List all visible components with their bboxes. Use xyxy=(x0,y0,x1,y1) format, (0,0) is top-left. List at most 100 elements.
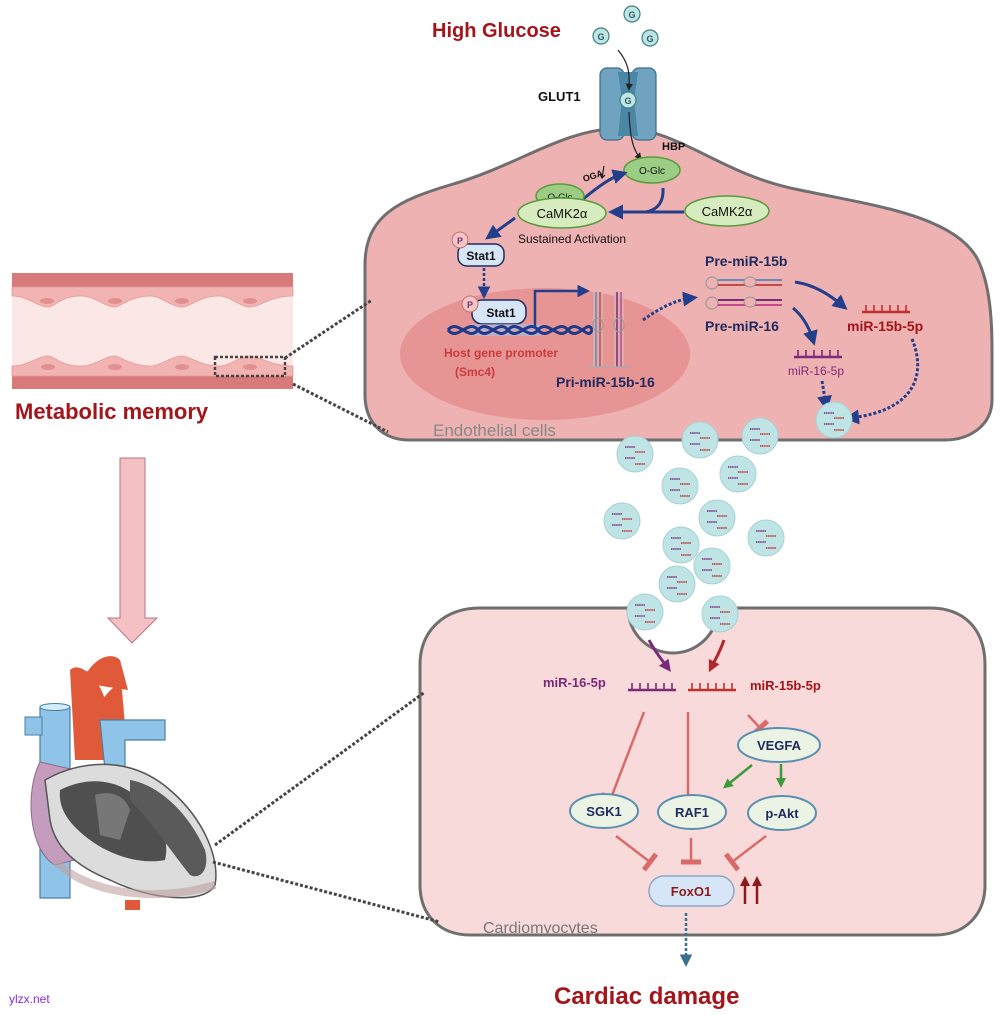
heart-illustration xyxy=(24,656,217,910)
glucose-icon: G xyxy=(641,29,659,47)
o-glc-label: O-Glc xyxy=(639,166,665,177)
mir-16-uptake-arrow xyxy=(647,639,671,672)
exosome-icon xyxy=(701,595,739,633)
camk2a-glycosylated-node xyxy=(517,197,607,229)
zoom-line-top xyxy=(284,298,373,360)
glucose-molecules: G G G G xyxy=(592,5,659,109)
oga-down-icon xyxy=(599,165,606,179)
cardio-mir-16-5p-strand-icon xyxy=(628,683,676,692)
high-glucose-label: High Glucose xyxy=(432,20,561,42)
pri-mir-hairpin-icon xyxy=(588,292,630,368)
exosome-icon xyxy=(661,467,699,505)
pre-mir-16-processing-arrow xyxy=(792,306,818,346)
oga-arrow xyxy=(581,169,628,202)
sgk1-node xyxy=(569,793,639,829)
exosome-icon xyxy=(693,547,731,585)
camk2a-label: CaMK2α xyxy=(702,204,753,219)
glut1-channel xyxy=(599,67,657,141)
host-gene-promoter-label: Host gene promoter xyxy=(444,346,558,360)
svg-text:G: G xyxy=(628,10,635,20)
raf1-node xyxy=(657,794,727,830)
mir-15b-5p-label: miR-15b-5p xyxy=(847,318,923,334)
glucose-icon: G xyxy=(623,5,641,23)
pre-mir-16-label: Pre-miR-16 xyxy=(705,318,779,334)
watermark-label: ylzx.net xyxy=(9,992,50,1006)
exosome-icon xyxy=(658,565,696,603)
inhibit-vegfa xyxy=(747,714,770,737)
heart-zoom-line-top xyxy=(214,690,426,847)
progression-arrow-icon xyxy=(106,457,159,644)
sgk1-inhibits-foxo1 xyxy=(615,835,659,872)
svg-text:G: G xyxy=(646,34,653,44)
mir-16-5p-strand-icon xyxy=(794,350,842,359)
phospho-label: P xyxy=(467,300,473,310)
exosome-icon xyxy=(719,455,757,493)
cardio-mir-15b-5p-strand-icon xyxy=(688,683,736,692)
mir-16-packaging-arrow xyxy=(817,380,832,411)
exosome-icon xyxy=(626,593,664,631)
glucose-icon: G xyxy=(592,27,610,45)
stat1-nuclear-label: Stat1 xyxy=(486,306,516,320)
blood-vessel-illustration xyxy=(11,273,294,389)
cardiac-damage-label: Cardiac damage xyxy=(554,983,739,1010)
heart-zoom-line-bottom xyxy=(212,860,441,924)
endothelial-cells-label: Endothelial cells xyxy=(433,421,556,440)
transcription-arrow xyxy=(533,284,590,326)
export-arrow xyxy=(642,291,698,322)
pakt-inhibits-foxo1 xyxy=(723,835,767,872)
hbp-label: HBP xyxy=(662,141,685,153)
camk2a-glycosylated-label: CaMK2α xyxy=(537,206,588,221)
zoom-region-box xyxy=(213,355,287,378)
exosome-icon xyxy=(815,401,853,439)
vegfa-activates-raf1 xyxy=(722,764,753,789)
glucose-icon: G xyxy=(619,91,637,109)
metabolic-memory-label: Metabolic memory xyxy=(15,399,209,424)
exosomes xyxy=(603,401,853,633)
exosome-icon xyxy=(603,502,641,540)
foxo1-label: FoxO1 xyxy=(671,884,711,899)
mir-15b-packaging-arrow xyxy=(844,338,920,425)
exosome-icon xyxy=(681,421,719,459)
cardiomyocytes-label: Cardiomyocytes xyxy=(483,920,598,937)
pre-mir-16-hairpin-icon xyxy=(705,296,782,310)
dna-helix-icon xyxy=(446,324,594,336)
pakt-label: p-Akt xyxy=(765,806,799,821)
mir-16-5p-label: miR-16-5p xyxy=(788,364,844,378)
phospho-label: P xyxy=(457,236,463,246)
glucose-entry-arrow xyxy=(617,49,633,91)
vegfa-label: VEGFA xyxy=(757,738,802,753)
pre-mir-15b-hairpin-icon xyxy=(705,276,782,290)
phospho-icon xyxy=(461,295,479,313)
pri-mir-label: Pri-miR-15b-16 xyxy=(556,374,655,390)
glut1-label: GLUT1 xyxy=(538,89,581,104)
cardio-mir-16-5p-label: miR-16-5p xyxy=(543,675,606,690)
pakt-node xyxy=(747,795,817,831)
exosome-icon xyxy=(616,435,654,473)
vegfa-node xyxy=(737,727,821,763)
exosome-icon xyxy=(747,519,785,557)
camk2a-node xyxy=(684,195,770,227)
svg-text:G: G xyxy=(597,32,604,42)
pre-mir-15b-processing-arrow xyxy=(794,280,848,310)
cardiomyocyte-membrane xyxy=(418,606,987,937)
exosome-icon xyxy=(662,526,700,564)
inhibit-sgk1 xyxy=(600,711,646,804)
hbp-arrow xyxy=(628,111,642,161)
sustained-activation-label: Sustained Activation xyxy=(518,232,626,246)
zoom-line-bottom xyxy=(292,382,389,434)
cardio-mir-15b-5p-label: miR-15b-5p xyxy=(750,678,821,693)
sgk1-label: SGK1 xyxy=(586,804,621,819)
mir-15b-5p-strand-icon xyxy=(862,305,910,314)
pre-mir-15b-label: Pre-miR-15b xyxy=(705,253,787,269)
exosome-icon xyxy=(698,499,736,537)
exosome-icon xyxy=(741,417,779,455)
smc4-label: (Smc4) xyxy=(455,365,495,379)
raf1-label: RAF1 xyxy=(675,805,709,820)
camk2a-to-stat1-arrow xyxy=(485,216,516,240)
phospho-icon xyxy=(451,231,469,249)
mir-15b-uptake-arrow xyxy=(708,639,726,673)
stat1-cytoplasmic-label: Stat1 xyxy=(466,249,496,263)
o-glc-join-line xyxy=(645,187,665,214)
foxo1-node xyxy=(648,875,735,907)
